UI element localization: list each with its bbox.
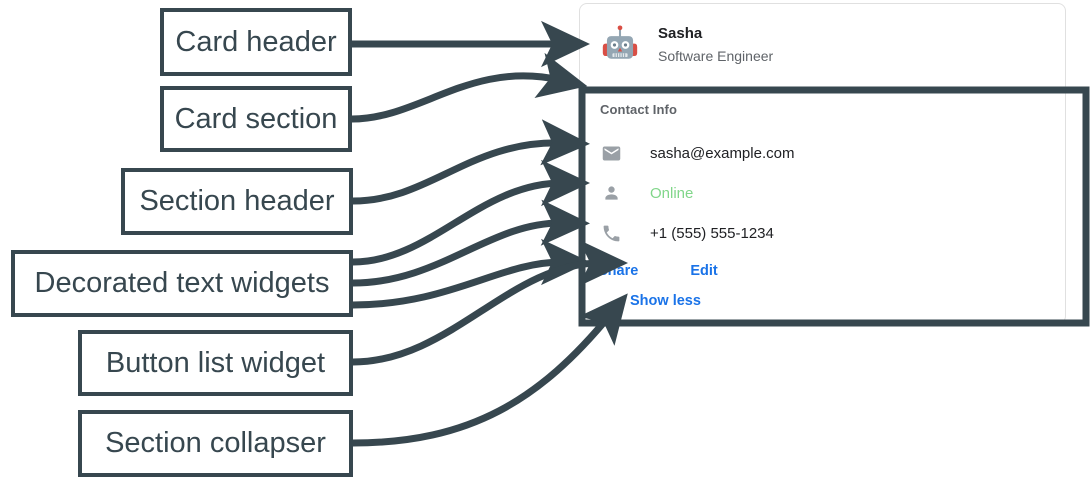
phone-value: +1 (555) 555-1234 [650, 224, 774, 242]
card-section: Contact Info sasha@example.com [580, 86, 1065, 319]
callout-section-header: Section header [121, 168, 353, 235]
section-header: Contact Info [600, 102, 678, 117]
contact-card: Sasha Software Engineer Contact Info sas… [579, 3, 1066, 324]
arrow-decorated-text-phone [352, 238, 590, 309]
callout-card-header-label: Card header [175, 25, 337, 58]
decorated-text-widget-email: sasha@example.com [600, 133, 1065, 173]
callout-section-collapser-label: Section collapser [105, 427, 326, 459]
callout-card-section: Card section [160, 86, 352, 152]
status-value: Online [650, 184, 694, 202]
callout-card-header: Card header [160, 8, 352, 76]
card-header-title: Sasha [658, 24, 703, 42]
email-icon [600, 142, 622, 164]
person-icon [600, 182, 622, 204]
edit-button[interactable]: Edit [690, 263, 718, 279]
callout-button-list-widget: Button list widget [78, 330, 353, 396]
card-header: Sasha Software Engineer [580, 4, 1065, 86]
card-header-text: Sasha Software Engineer [658, 23, 773, 68]
callout-decorated-text-widgets: Decorated text widgets [11, 250, 353, 317]
email-value: sasha@example.com [650, 144, 795, 162]
arrow-decorated-text-email [352, 159, 590, 266]
button-list-widget: Share Edit [598, 263, 1065, 279]
share-button[interactable]: Share [598, 263, 639, 279]
callout-button-list-widget-label: Button list widget [105, 346, 326, 379]
callout-card-section-label: Card section [174, 102, 338, 135]
callout-section-collapser: Section collapser [78, 410, 353, 477]
callout-section-header-label: Section header [139, 185, 335, 217]
arrow-card-section [351, 52, 588, 123]
section-collapser-show-less[interactable]: Show less [630, 293, 701, 309]
phone-icon [600, 222, 622, 244]
decorated-text-widget-phone: +1 (555) 555-1234 [600, 213, 1065, 253]
callout-decorated-text-widgets-label: Decorated text widgets [34, 267, 330, 299]
arrow-section-header [352, 119, 590, 205]
decorated-text-widget-status: Online [600, 173, 1065, 213]
arrow-decorated-text-status [352, 199, 590, 287]
robot-avatar-icon [598, 23, 642, 67]
arrow-button-list [352, 239, 628, 366]
card-header-subtitle: Software Engineer [658, 48, 774, 65]
arrow-section-collapser [352, 293, 628, 447]
